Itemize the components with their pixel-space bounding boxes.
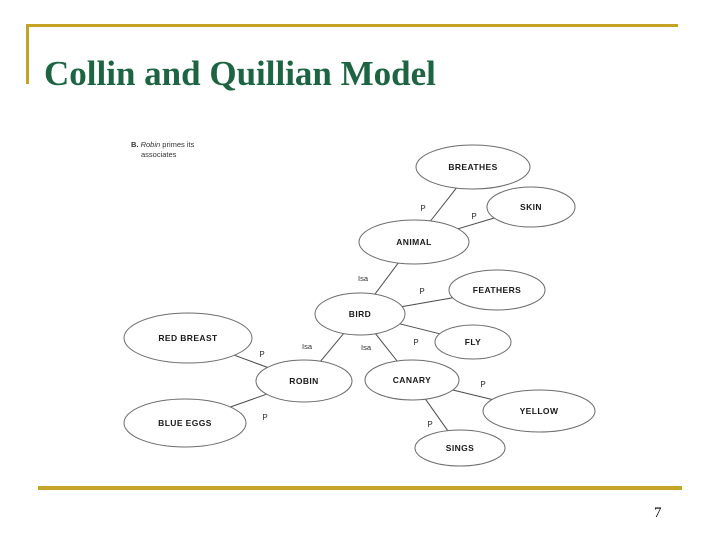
node-breathes bbox=[415, 144, 531, 190]
node-canary bbox=[364, 359, 460, 401]
edge-robin-redbreast bbox=[234, 354, 268, 368]
edge-animal-skin bbox=[457, 217, 495, 230]
edge-label-canary-bird: Isa bbox=[361, 343, 372, 352]
edge-robin-bird bbox=[320, 333, 344, 362]
edge-label-bird-animal: Isa bbox=[358, 274, 369, 283]
node-shapes-group bbox=[123, 144, 596, 467]
edge-label-animal-breathes: P bbox=[420, 204, 425, 213]
edge-robin-blueeggs bbox=[230, 393, 267, 408]
edge-label-animal-skin: P bbox=[471, 212, 476, 221]
title-rule-top bbox=[26, 24, 678, 27]
node-fly bbox=[434, 324, 512, 360]
node-label-feathers: FEATHERS bbox=[473, 285, 521, 295]
node-yellow bbox=[482, 389, 596, 433]
edge-canary-sings bbox=[425, 398, 449, 431]
caption-letter: B. bbox=[131, 140, 139, 149]
edge-label-canary-yellow: P bbox=[480, 380, 485, 389]
node-blueeggs bbox=[123, 398, 247, 448]
node-label-canary: CANARY bbox=[393, 375, 431, 385]
node-animal bbox=[358, 219, 470, 265]
footer-rule bbox=[38, 486, 682, 490]
node-label-robin: ROBIN bbox=[289, 376, 318, 386]
node-labels-group: BREATHES SKIN ANIMAL FEATHERS BIRD FLY RED BRE… bbox=[158, 162, 559, 453]
node-robin bbox=[255, 359, 353, 403]
node-label-skin: SKIN bbox=[520, 202, 542, 212]
caption-line-two: associates bbox=[141, 150, 177, 159]
page-title: Collin and Quillian Model bbox=[44, 54, 436, 94]
edge-bird-feathers bbox=[402, 297, 453, 308]
node-label-bird: BIRD bbox=[349, 309, 371, 319]
node-label-sings: SINGS bbox=[446, 443, 474, 453]
edge-label-robin-blueeggs: P bbox=[262, 413, 267, 422]
edge-animal-breathes bbox=[430, 187, 457, 222]
node-label-animal: ANIMAL bbox=[396, 237, 431, 247]
edge-label-bird-fly: P bbox=[413, 338, 418, 347]
node-label-yellow: YELLOW bbox=[520, 406, 559, 416]
caption-italic-term: Robin bbox=[140, 140, 161, 149]
node-bird bbox=[314, 292, 406, 336]
node-feathers bbox=[448, 269, 546, 311]
node-label-fly: FLY bbox=[465, 337, 481, 347]
edge-label-robin-redbreast: P bbox=[259, 350, 264, 359]
node-redbreast bbox=[123, 312, 253, 364]
node-label-blueeggs: BLUE EGGS bbox=[158, 418, 212, 428]
node-skin bbox=[486, 186, 576, 228]
edge-label-bird-feathers: P bbox=[419, 287, 424, 296]
node-label-redbreast: RED BREAST bbox=[158, 333, 218, 343]
node-label-breathes: BREATHES bbox=[448, 162, 497, 172]
caption-rest: primes its bbox=[162, 140, 195, 149]
edge-label-robin-bird: Isa bbox=[302, 342, 313, 351]
edge-bird-animal bbox=[374, 262, 399, 295]
node-sings bbox=[414, 429, 506, 467]
page-number: 7 bbox=[654, 505, 662, 521]
edge-canary-bird bbox=[375, 333, 398, 362]
edge-canary-yellow bbox=[452, 389, 493, 400]
edge-bird-fly bbox=[399, 323, 440, 335]
edge-lines-group bbox=[230, 187, 495, 431]
title-rule-left bbox=[26, 24, 29, 84]
edge-label-canary-sings: P bbox=[427, 420, 432, 429]
figure-caption: B. Robin primes its associates bbox=[131, 140, 281, 160]
